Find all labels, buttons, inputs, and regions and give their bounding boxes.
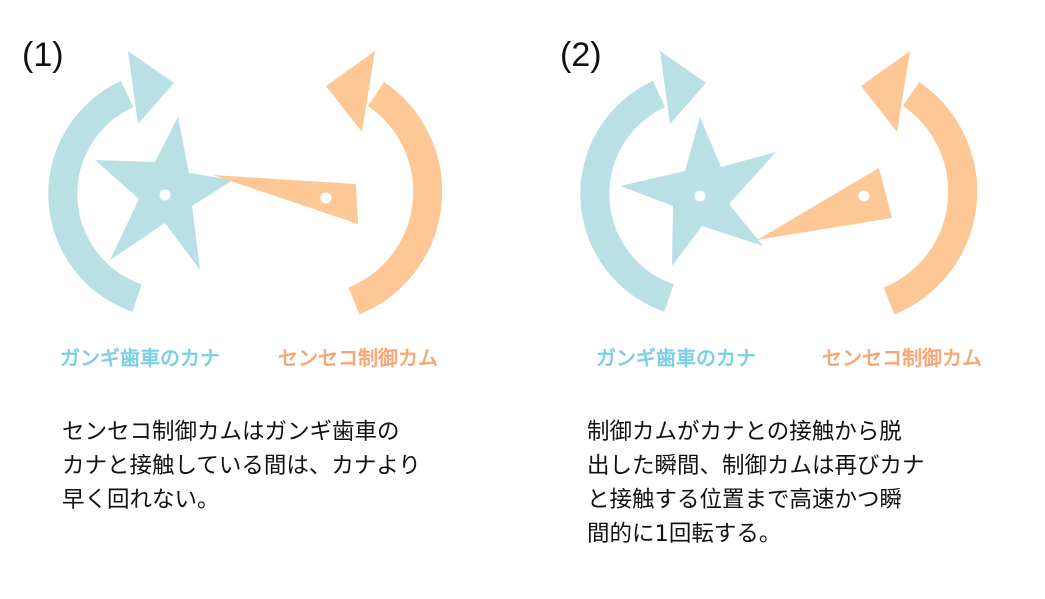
cam-arrowhead-icon xyxy=(861,51,910,132)
cam-rotation-arrow-icon xyxy=(883,82,978,315)
cam-rotation-arrow-icon xyxy=(348,82,443,315)
panel-number: (2) xyxy=(560,36,602,74)
kana-rotation-arrow-icon xyxy=(48,80,143,312)
description-line: 制御カムがカナとの接触から脱 xyxy=(587,419,902,445)
cam-arrowhead-icon xyxy=(326,51,375,132)
control-cam-lever xyxy=(213,175,358,224)
description: センセコ制御カムはガンギ歯車の カナと接触している間は、カナより 早く回れない。 xyxy=(62,415,502,517)
kana-rotation-arrow-icon xyxy=(580,80,675,312)
description-line: カナと接触している間は、カナより xyxy=(62,453,421,479)
panel-1: (1) ガンギ歯車のカナ センセコ制御カム センセコ制御カムはガンギ歯車の カナ… xyxy=(0,0,522,599)
kana-pivot xyxy=(159,189,171,201)
control-cam-label: センセコ制御カム xyxy=(822,346,982,370)
description: 制御カムがカナとの接触から脱 出した瞬間、制御カムは再びカナ と接触する位置まで… xyxy=(587,415,1027,551)
kana-arrowhead-icon xyxy=(128,51,174,124)
kana-label: ガンギ歯車のカナ xyxy=(60,346,220,370)
panel-2: (2) ガンギ歯車のカナ センセコ制御カム 制御カムがカナとの接触から脱 出した… xyxy=(532,0,1045,599)
kana-pivot xyxy=(694,190,706,202)
mechanism-diagram xyxy=(580,51,978,315)
description-line: センセコ制御カムはガンギ歯車の xyxy=(62,419,400,445)
panel-number: (1) xyxy=(22,36,64,74)
description-line: 早く回れない。 xyxy=(62,487,220,513)
mechanism-diagram xyxy=(48,51,443,315)
control-cam-pivot xyxy=(858,190,870,202)
kana-label: ガンギ歯車のカナ xyxy=(596,346,756,370)
control-cam-label: センセコ制御カム xyxy=(278,346,438,370)
control-cam-lever xyxy=(757,168,892,240)
description-line: と接触する位置まで高速かつ瞬 xyxy=(587,487,903,513)
kana-arrowhead-icon xyxy=(660,51,706,124)
control-cam-pivot xyxy=(320,192,332,204)
description-line: 間的に1回転する。 xyxy=(587,521,782,547)
description-line: 出した瞬間、制御カムは再びカナ xyxy=(587,453,925,479)
